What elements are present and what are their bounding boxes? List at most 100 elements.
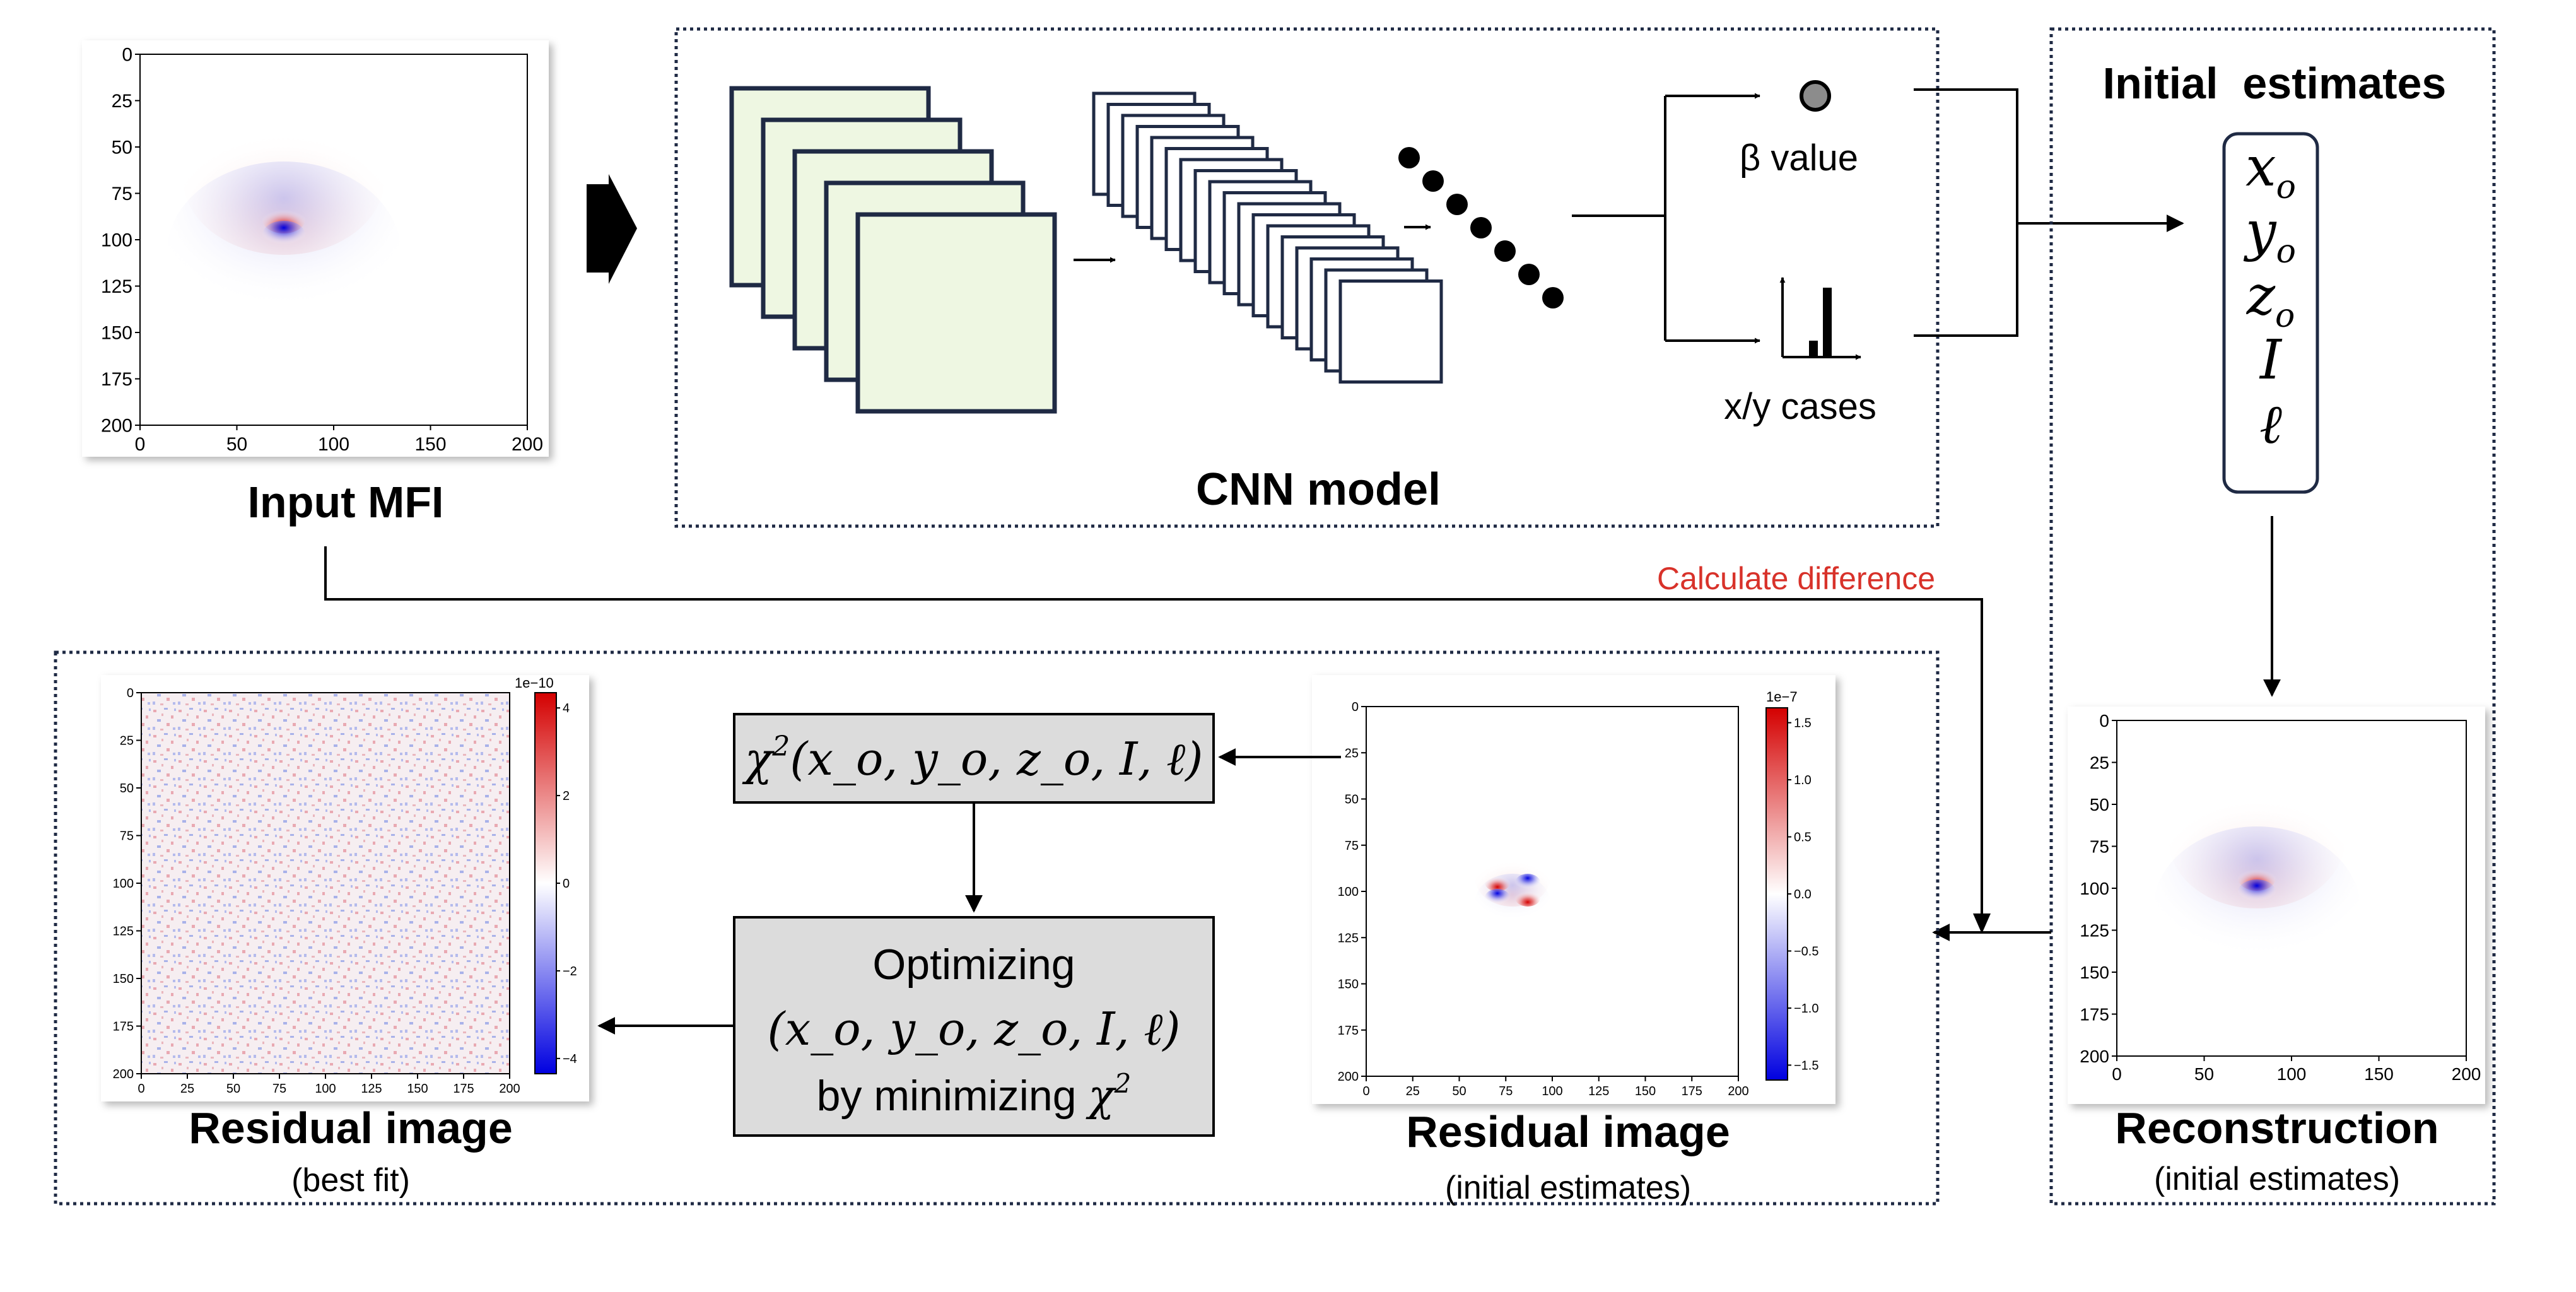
input-ytick-label: 50 [112, 138, 132, 158]
residual-best-sublabel: (best fit) [291, 1162, 410, 1199]
residual-initial-ytick-label: 100 [1338, 885, 1359, 899]
residual-best-ytick-label: 25 [120, 734, 134, 748]
reconstruction-sublabel: (initial estimates) [2154, 1161, 2400, 1197]
reconstruction-xtick-label: 100 [2277, 1064, 2307, 1084]
input-mfi-label: Input MFI [247, 478, 443, 527]
optimize-line3-power: 2 [1114, 1068, 1132, 1099]
residual-best-colorbar-tick: −2 [563, 965, 577, 978]
input-xtick-label: 100 [318, 434, 349, 455]
dense-node-icon [1470, 217, 1492, 238]
residual-initial-ytick-label: 75 [1345, 839, 1359, 853]
chi2-formula: χ2(x_o, y_o, z_o, I, ℓ) [742, 731, 1203, 785]
residual-best-ytick-label: 100 [113, 877, 134, 891]
dense-node-icon [1518, 264, 1540, 285]
residual-initial-ytick-label: 125 [1338, 931, 1359, 945]
residual-best-xtick-label: 100 [315, 1082, 336, 1096]
residual-best-colorbar-scale: 1e−10 [515, 675, 554, 691]
residual-initial-ytick-label: 150 [1338, 978, 1359, 992]
cnn-model-panel: β value x/y cases CNN model [674, 27, 1940, 528]
feature-map-stack [1092, 91, 1443, 384]
difference-line [324, 546, 1983, 926]
input-ytick-label: 25 [112, 91, 132, 112]
parameter-2: zo [2246, 264, 2295, 335]
dense-node-icon [1446, 194, 1468, 215]
residual-best-colorbar-tick: 2 [563, 789, 570, 803]
input-ytick-label: 75 [112, 184, 132, 204]
reconstruction-negative-lobe [2238, 879, 2276, 905]
parameter-4: ℓ [2259, 393, 2282, 456]
cnn-panel-frame [674, 27, 1940, 528]
input-ytick-label: 150 [101, 323, 132, 344]
input-negative-halo [167, 162, 401, 346]
optimize-box: Optimizing (x_o, y_o, z_o, I, ℓ) by mini… [733, 916, 1215, 1137]
dense-node-icon [1422, 170, 1444, 192]
residual-best-xtick-label: 0 [138, 1082, 144, 1096]
residual-best-xtick-label: 150 [407, 1082, 428, 1096]
residual-initial-xtick-label: 150 [1635, 1084, 1656, 1098]
residual-initial-ytick-label: 200 [1338, 1070, 1359, 1084]
residual-initial-sublabel: (initial estimates) [1445, 1170, 1691, 1206]
residual-initial-xtick-label: 175 [1682, 1084, 1702, 1098]
residual-best-colorbar-tick: −4 [563, 1052, 577, 1066]
residual-quadrupole [1475, 849, 1550, 932]
parameter-1: yo [2243, 200, 2296, 271]
block-arrow-icon [587, 174, 637, 284]
dense-node-icon [1494, 240, 1516, 262]
reconstruction-ytick-label: 25 [2090, 753, 2109, 772]
optimize-line3-text: by minimizing [817, 1072, 1089, 1120]
residual-best-ytick-label: 200 [113, 1067, 134, 1081]
chi2-args: (x_o, y_o, z_o, I, ℓ) [790, 732, 1203, 785]
optimization-panel-frame [54, 650, 1940, 1206]
residual-best-ytick-label: 75 [120, 830, 134, 843]
dense-node-icon [1542, 287, 1564, 308]
residual-initial-plot-frame [1366, 706, 1739, 1077]
residual-best-xtick-label: 175 [453, 1082, 474, 1096]
reconstruction-xtick-label: 150 [2364, 1064, 2394, 1084]
input-xtick-label: 150 [414, 434, 446, 455]
reconstruction-xtick-label: 50 [2194, 1064, 2214, 1084]
input-ytick-label: 125 [101, 276, 132, 297]
parameter-0: xo [2245, 136, 2296, 206]
input-ytick-label: 200 [101, 416, 132, 437]
residual-initial-colorbar-tick: −1.0 [1794, 1002, 1818, 1016]
optimize-line1: Optimizing [872, 941, 1075, 989]
residual-best-colorbar-tick: 4 [563, 702, 570, 715]
input-xtick-label: 0 [135, 434, 146, 455]
merge-bracket [1914, 88, 2018, 337]
reconstruction-ytick-label: 50 [2090, 795, 2109, 814]
residual-initial-colorbar-scale: 1e−7 [1766, 689, 1798, 705]
residual-initial-colorbar-tick: −0.5 [1794, 944, 1818, 958]
residual-initial-xtick-label: 50 [1452, 1084, 1466, 1098]
optimize-line2: (x_o, y_o, z_o, I, ℓ) [768, 1002, 1181, 1055]
residual-best-ytick-label: 125 [113, 925, 134, 939]
dense-layer-dots [1398, 147, 1564, 308]
input-negative-lobe [262, 221, 305, 249]
optimize-line3-symbol: χ [1086, 1071, 1116, 1121]
histogram-icon [1779, 277, 1861, 360]
residual-best-colorbar [534, 692, 557, 1074]
feature-map [1338, 279, 1443, 384]
reconstruction-xtick-label: 200 [2452, 1064, 2481, 1084]
chi2-symbol: χ [742, 732, 775, 785]
input-ytick-label: 100 [101, 230, 132, 251]
residual-best-label: Residual image [189, 1103, 513, 1153]
residual-initial-colorbar [1765, 707, 1788, 1081]
residual-initial-xtick-label: 200 [1728, 1084, 1748, 1098]
reconstruction-negative-halo [2153, 826, 2360, 990]
residual-best-ytick-label: 0 [127, 686, 134, 700]
calculate-difference-label: Calculate difference [1657, 561, 1935, 596]
reconstruction-ytick-label: 150 [2080, 963, 2109, 982]
residual-initial-colorbar-tick: 0.5 [1794, 831, 1812, 845]
residual-initial-xtick-label: 75 [1499, 1084, 1513, 1098]
residual-best-colorbar-tick: 0 [563, 877, 570, 891]
